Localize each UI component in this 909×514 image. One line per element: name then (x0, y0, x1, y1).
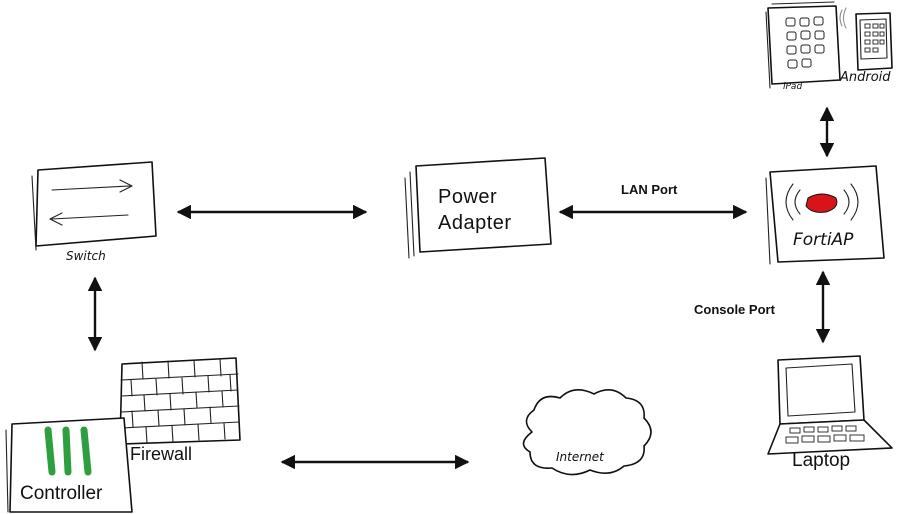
controller-icon (5, 417, 133, 513)
console-port-label: Console Port (694, 302, 775, 317)
power-adapter-label-line2: Adapter (438, 212, 512, 234)
access-point-icon (765, 165, 885, 265)
ipad-label: iPad (783, 82, 803, 92)
switch-icon (31, 161, 157, 251)
tablet-icon (765, 1, 841, 89)
adapter-icon (404, 157, 552, 259)
lan-port-label: LAN Port (621, 182, 678, 197)
power-adapter-label-line1: Power (438, 186, 498, 208)
laptop-icon (767, 355, 893, 455)
controller-label: Controller (20, 483, 103, 504)
fortiap-label: FortiAP (793, 230, 854, 250)
cloud-icon (522, 389, 652, 476)
android-label: Android (840, 70, 891, 85)
firewall-brick-icon (119, 357, 241, 445)
phone-icon (839, 7, 893, 71)
laptop-label: Laptop (792, 450, 851, 471)
firewall-label: Firewall (130, 444, 193, 464)
internet-label: Internet (556, 450, 604, 464)
switch-label: Switch (66, 249, 106, 263)
